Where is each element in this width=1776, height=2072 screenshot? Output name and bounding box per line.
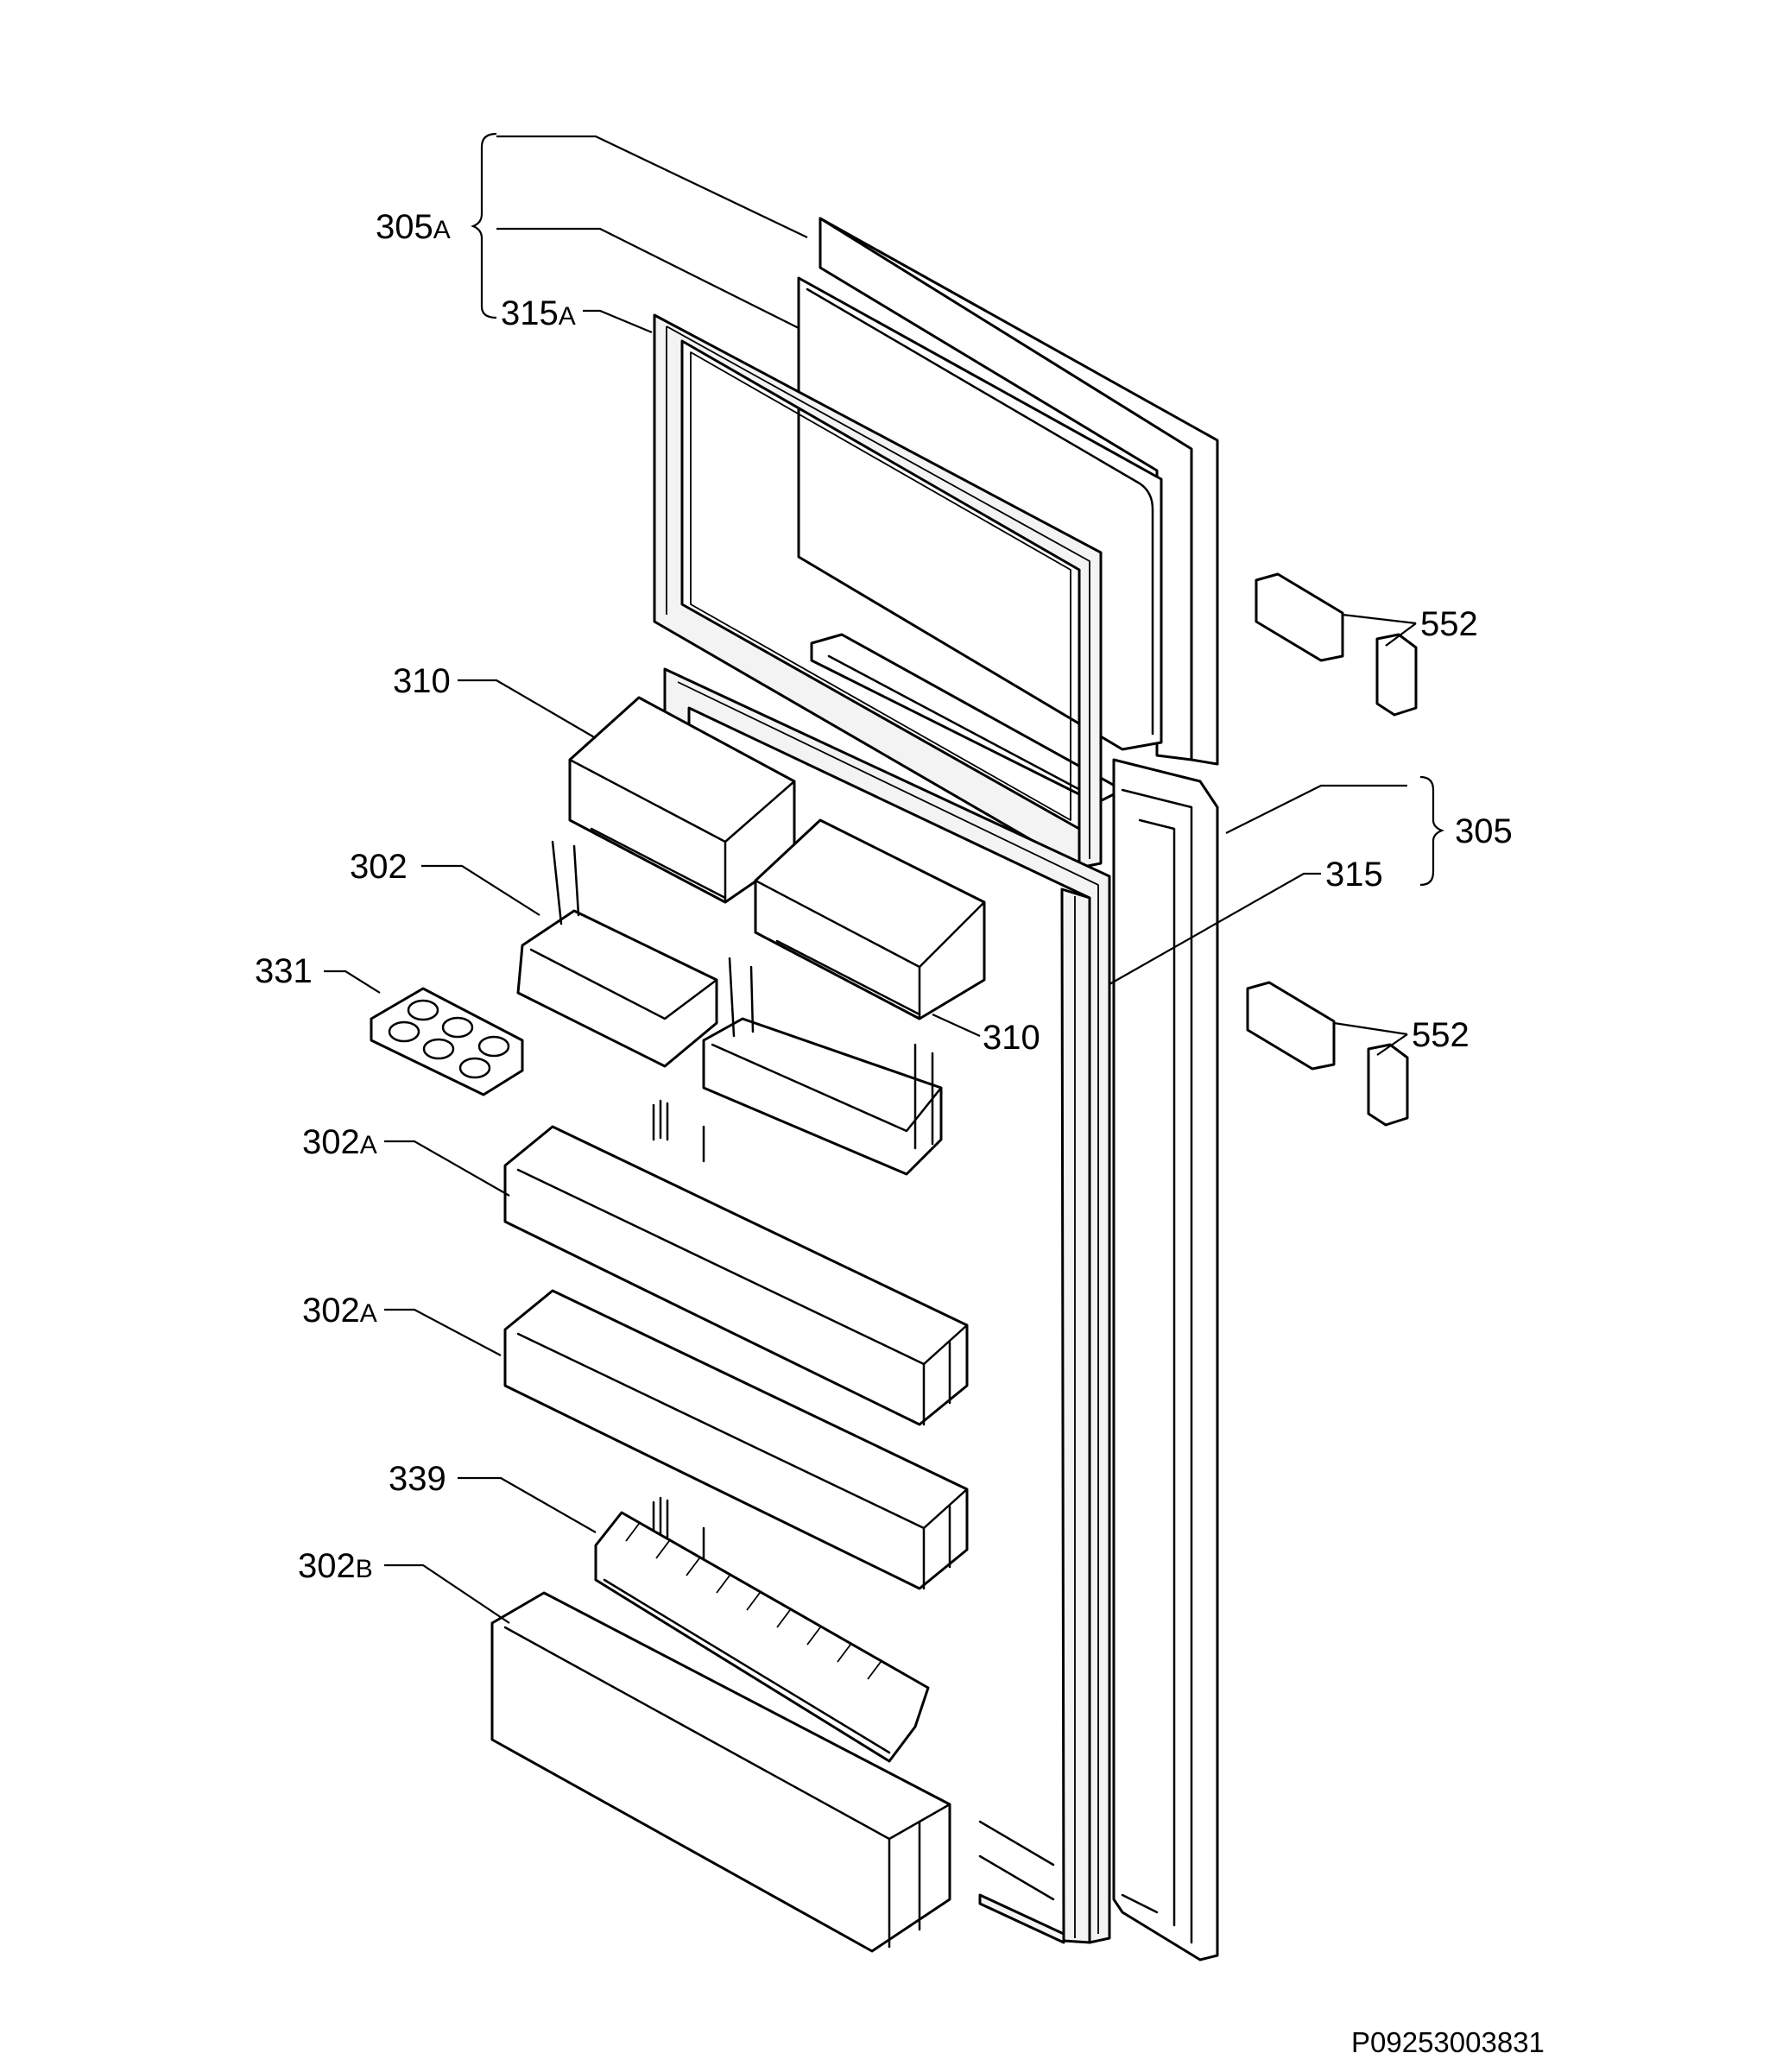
dairy-compartment-lid-left	[568, 696, 796, 904]
hinge-bracket-upper	[1255, 572, 1418, 717]
hinge-bracket-lower	[1246, 981, 1409, 1127]
egg-tray	[370, 987, 524, 1096]
label-310-upper: 310	[393, 662, 451, 700]
drawing-code: P09253003831	[1351, 2026, 1545, 2058]
label-305: 305	[1455, 812, 1513, 850]
fridge-door-gasket	[663, 667, 1111, 1944]
bottle-retainer	[594, 1511, 930, 1763]
label-331: 331	[255, 952, 313, 990]
label-302B: 302B	[298, 1547, 373, 1585]
label-310-lower: 310	[983, 1019, 1040, 1057]
bracket-305A	[471, 132, 497, 319]
label-302A-lower: 302A	[302, 1292, 377, 1330]
door-bottle-shelf-2	[503, 1289, 969, 1590]
label-552-upper: 552	[1420, 605, 1478, 643]
label-305A: 305A	[376, 208, 451, 246]
label-302A-upper: 302A	[302, 1123, 377, 1161]
door-bottom-bin	[490, 1591, 951, 1953]
label-315: 315	[1325, 856, 1383, 894]
label-302: 302	[350, 848, 408, 886]
leader-lines	[324, 135, 1417, 1624]
bracket-305	[1419, 775, 1444, 887]
door-bottle-shelf-1	[503, 1125, 969, 1426]
label-552-lower: 552	[1412, 1016, 1469, 1054]
fridge-door-outer-panel	[1112, 758, 1219, 1961]
door-shelf-upper-right	[702, 957, 943, 1176]
dairy-compartment-lid-right	[754, 818, 986, 1020]
shelf-mount-marks	[652, 1099, 705, 1564]
label-339: 339	[389, 1460, 446, 1498]
label-315A: 315A	[501, 294, 576, 332]
freezer-door-gasket	[653, 313, 1103, 869]
door-shelf-upper-left	[516, 840, 718, 1068]
